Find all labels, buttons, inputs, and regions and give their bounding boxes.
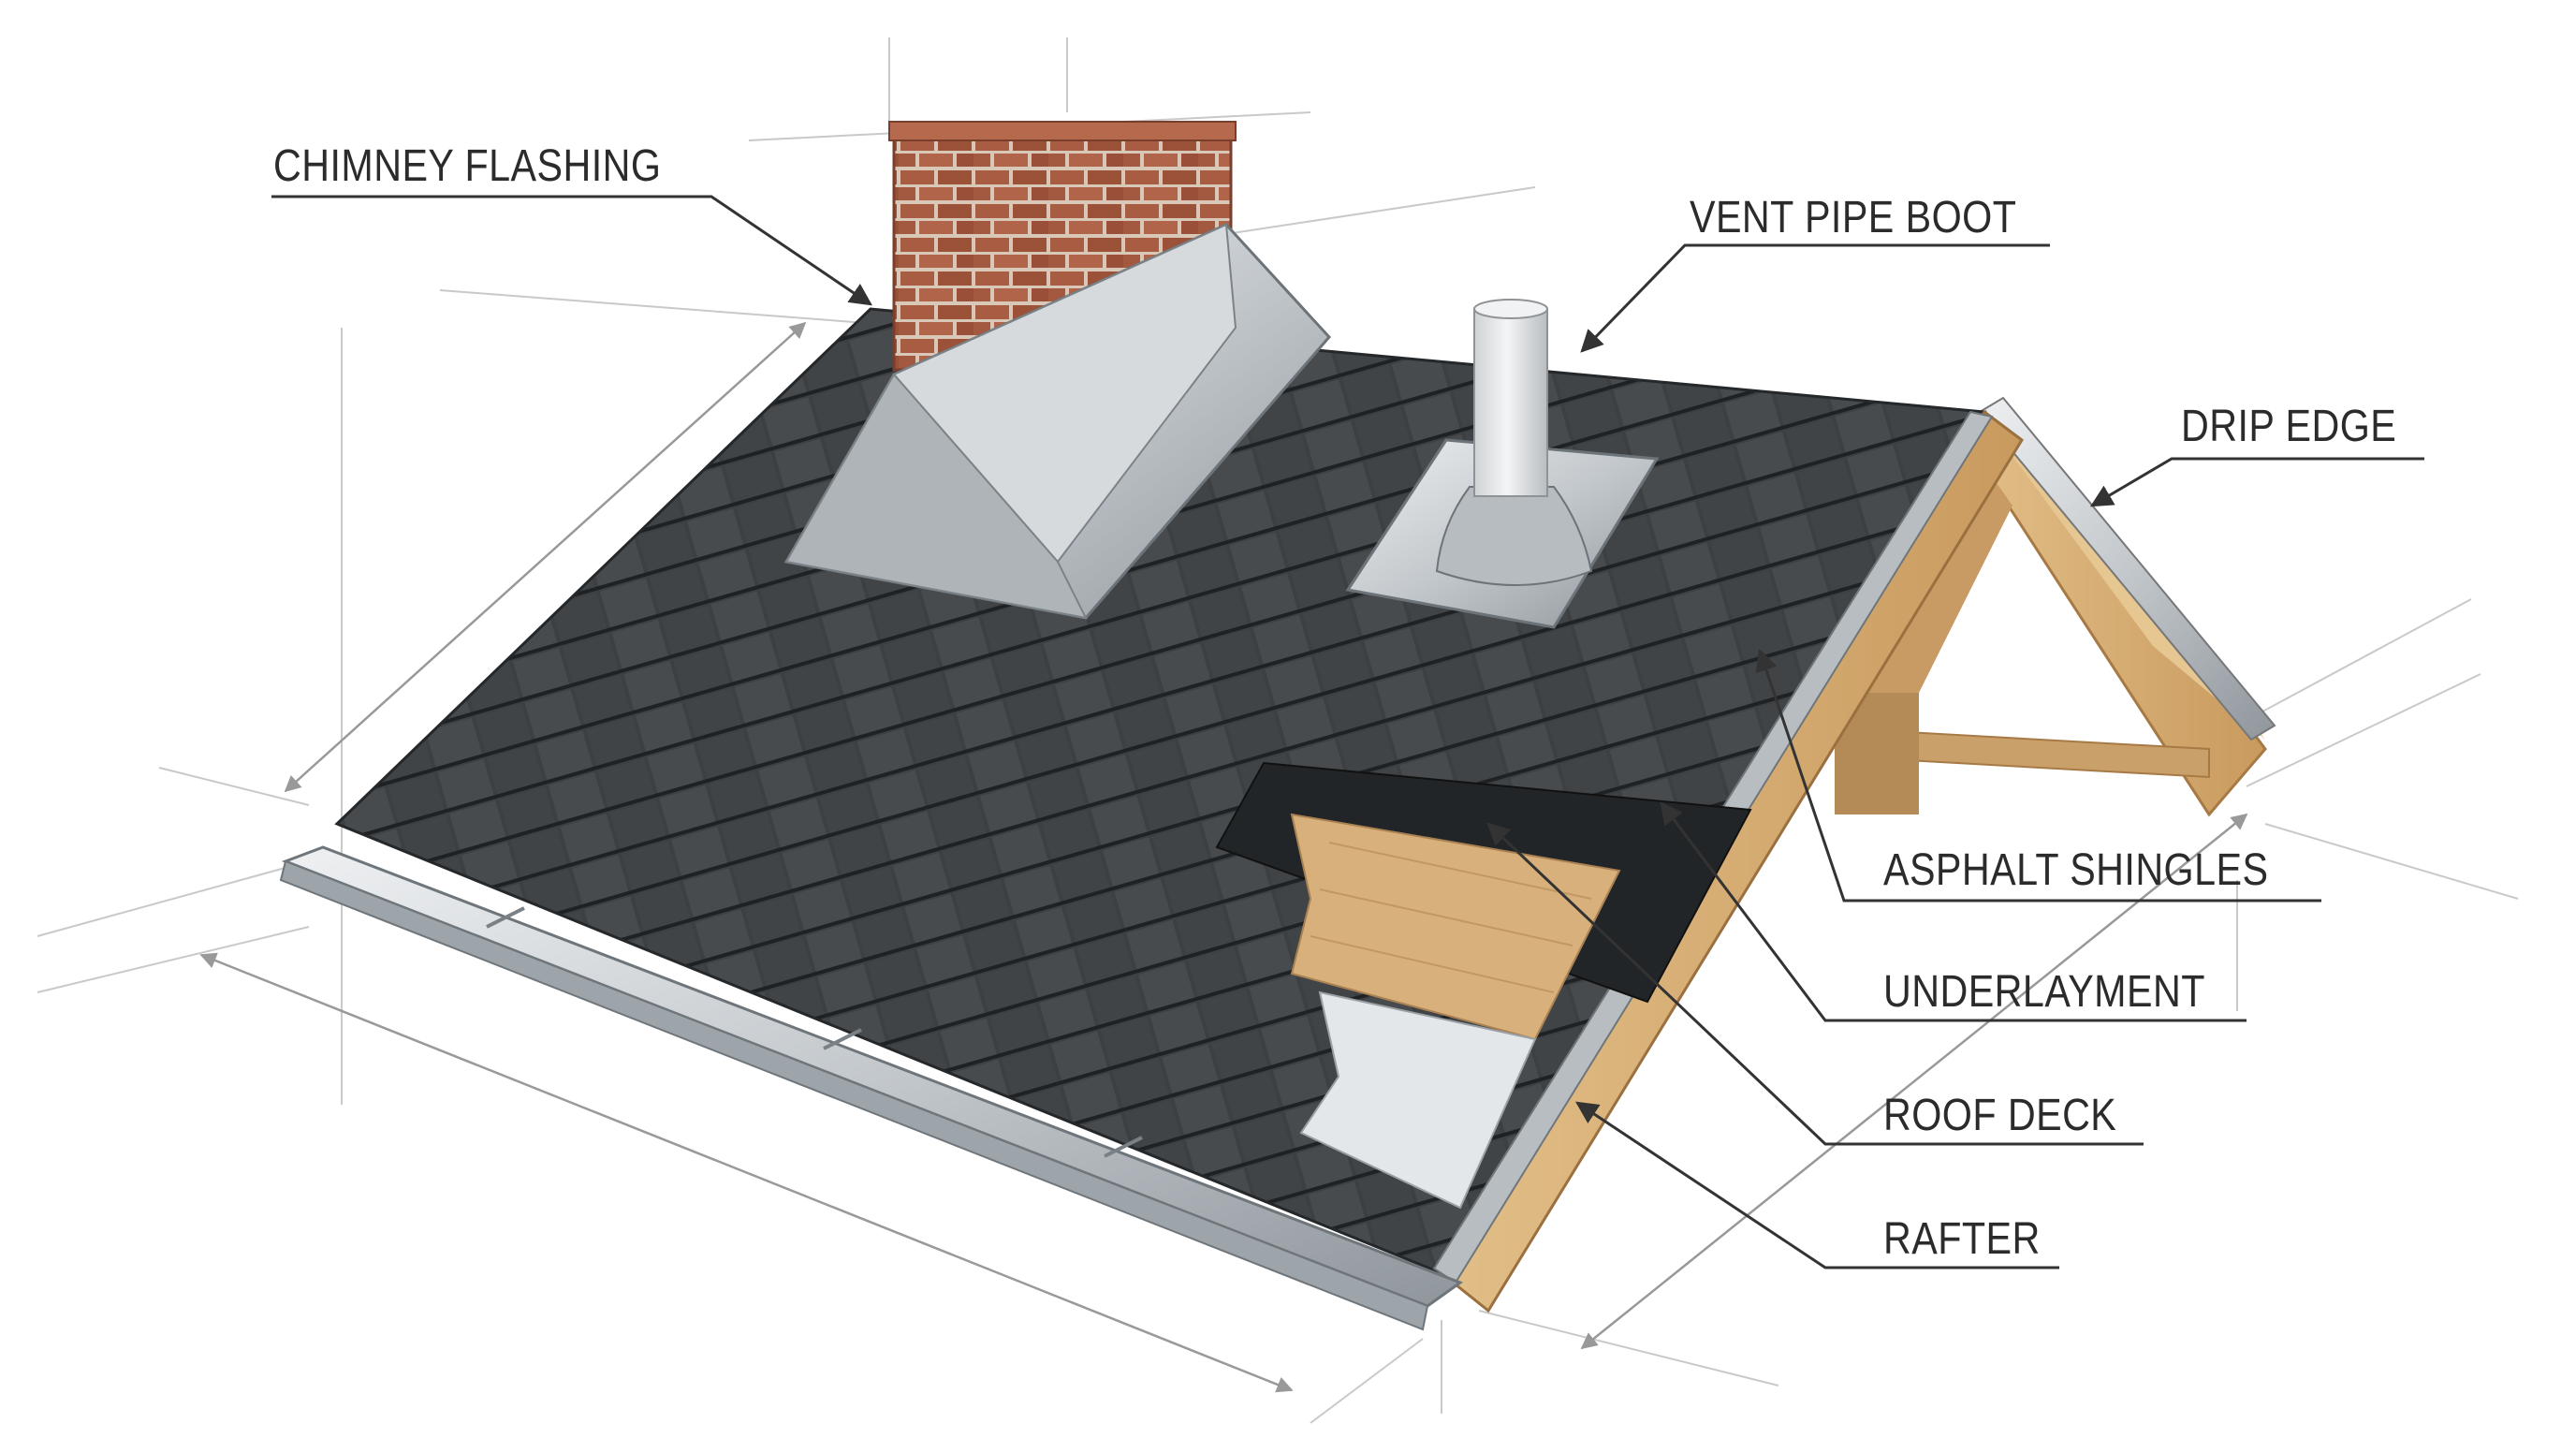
leader-chimney-flashing — [271, 197, 871, 304]
leader-vent-pipe-boot — [1582, 245, 2050, 351]
label-roof-deck: ROOF DECK — [1883, 1090, 2116, 1141]
label-asphalt-shingles: ASPHALT SHINGLES — [1883, 844, 2268, 896]
label-vent-pipe-boot: VENT PIPE BOOT — [1690, 192, 2016, 243]
label-drip-edge: DRIP EDGE — [2181, 401, 2396, 452]
label-chimney-flashing: CHIMNEY FLASHING — [273, 140, 661, 192]
label-rafter: RAFTER — [1883, 1213, 2041, 1265]
leader-drip-edge — [2092, 459, 2424, 506]
label-underlayment: UNDERLAYMENT — [1883, 966, 2205, 1018]
